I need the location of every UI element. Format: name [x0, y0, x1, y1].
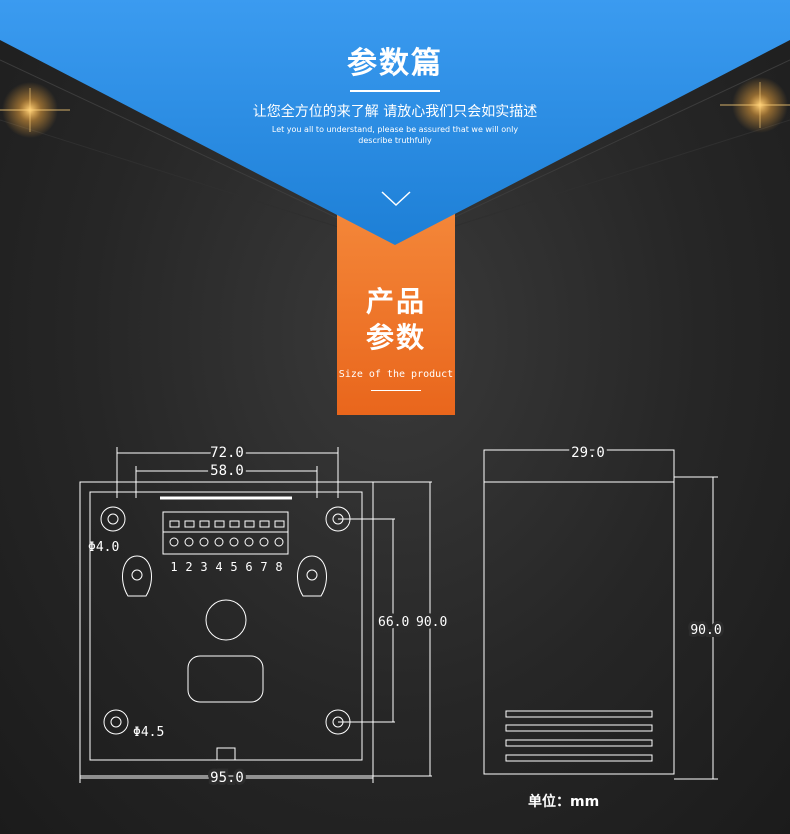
badge-title-line2: 参数 [365, 321, 426, 354]
side-cap [483, 449, 675, 483]
screw-hole-top-right [325, 506, 351, 532]
dim-side-height: 90.0 [690, 623, 721, 638]
terminal-block [162, 511, 289, 555]
keyhole-right [296, 555, 328, 597]
dim-width-outer: 72.0 [210, 445, 244, 461]
terminal-number: 2 [185, 560, 192, 574]
dim-depth: 29.0 [571, 445, 605, 461]
header-subtitle: 让您全方位的来了解 请放心我们只会如实描述 [252, 104, 538, 120]
side-body [483, 481, 675, 775]
terminal-number: 7 [260, 560, 267, 574]
screw-hole-top-left [100, 506, 126, 532]
unit-label: 单位：mm [528, 794, 600, 810]
terminal-number: 4 [215, 560, 222, 574]
dim-width-total: 95.0 [210, 770, 244, 786]
header-subtitle-en-2: describe truthfully [358, 136, 432, 145]
header-subtitle-en-1: Let you all to understand, please be ass… [271, 125, 519, 134]
terminal-number: 1 [170, 560, 177, 574]
terminal-pins [169, 520, 285, 547]
screw-hole-bottom-right [325, 709, 351, 735]
dim-height-inner: 66.0 [378, 615, 409, 630]
terminal-number: 5 [230, 560, 237, 574]
badge-subtitle: Size of the product [338, 369, 454, 380]
terminal-number: 8 [275, 560, 282, 574]
rect-cutout [187, 655, 264, 703]
terminal-number: 6 [245, 560, 252, 574]
front-outer-frame [79, 481, 374, 777]
vent-slot [505, 724, 653, 732]
blue-banner [0, 0, 790, 245]
screw-hole-bottom-left [103, 709, 129, 735]
badge-title-line1: 产品 [365, 285, 426, 318]
title-underline [350, 90, 440, 92]
centre-hole [205, 599, 247, 641]
dim-height-outer: 90.0 [416, 615, 447, 630]
dim-width-inner: 58.0 [210, 463, 244, 479]
dim-hole-small: Φ4.0 [88, 540, 119, 555]
vent-slot [505, 739, 653, 747]
page-title: 参数篇 [347, 46, 443, 81]
dim-hole-large: Φ4.5 [133, 725, 164, 740]
terminal-number: 3 [200, 560, 207, 574]
keyhole-left [121, 555, 153, 597]
vent-slot [505, 754, 653, 762]
chevron-down-icon [381, 191, 411, 207]
vent-slot [505, 710, 653, 718]
badge-underline [371, 390, 421, 391]
terminal-numbers: 1 2 3 4 5 6 7 8 [170, 560, 282, 574]
